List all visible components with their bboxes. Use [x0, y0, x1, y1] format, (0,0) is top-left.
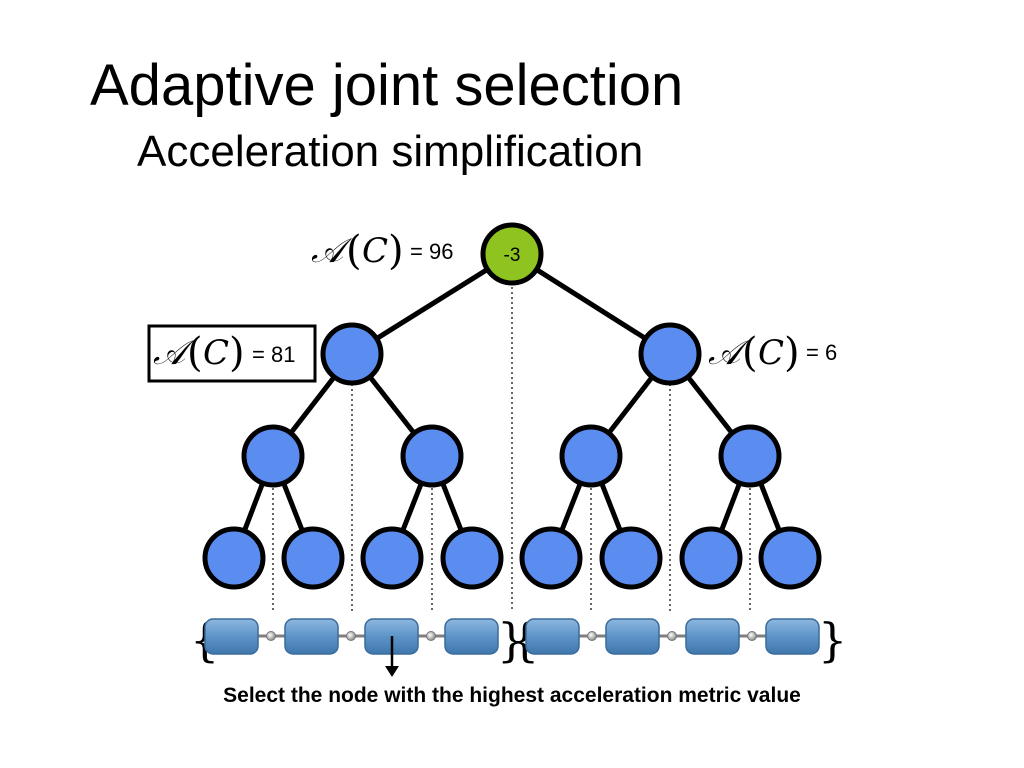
- metric-paren-close: ): [388, 228, 404, 274]
- chain-joint-dot: [747, 631, 757, 641]
- tree-leaf-node: [202, 526, 266, 590]
- metric-label-root: 𝒜 ( C ) = 96: [311, 228, 453, 274]
- slide-title: Adaptive joint selection: [90, 53, 684, 118]
- metric-paren-open: (: [187, 330, 203, 376]
- chain-segment: [204, 618, 259, 655]
- tree-node: [559, 424, 623, 488]
- root-node-label: -3: [504, 245, 521, 266]
- metric-argument: C: [203, 333, 229, 373]
- tree-node: [638, 322, 702, 386]
- selected-metric-box: [147, 324, 317, 383]
- chain-joint-dot: [667, 631, 677, 641]
- tree-node: [718, 424, 782, 488]
- metric-argument: C: [758, 333, 784, 373]
- tree-nodes: [202, 222, 822, 590]
- slide-subtitle: Acceleration simplification: [137, 127, 644, 176]
- tree-leaf-node: [440, 526, 504, 590]
- tree-node: [400, 424, 464, 488]
- brace-close-icon: }: [497, 613, 526, 667]
- metric-value-left: = 81: [252, 342, 295, 367]
- chain-segment: [525, 618, 580, 655]
- metric-paren-close: ): [784, 330, 800, 376]
- metric-argument: C: [362, 231, 388, 271]
- tree-leaf-node: [758, 526, 822, 590]
- joint-chain-right: { }: [510, 613, 847, 667]
- chain-joint-dot: [346, 631, 356, 641]
- metric-label-right: 𝒜 ( C ) = 6: [708, 330, 837, 376]
- chain-segment: [444, 618, 499, 655]
- tree-leaf-node: [281, 526, 345, 590]
- chain-segment: [765, 618, 820, 655]
- metric-paren-open: (: [346, 228, 362, 274]
- down-arrow-icon: [385, 636, 399, 677]
- chain-joint-dot: [266, 631, 276, 641]
- brace-close-icon: }: [818, 613, 847, 667]
- tree-leaf-node: [360, 526, 424, 590]
- metric-label-left: 𝒜 ( C ) = 81: [153, 330, 295, 376]
- tree-leaf-node: [599, 526, 663, 590]
- chain-segment: [685, 618, 740, 655]
- tree-node: [241, 424, 305, 488]
- joint-chain-left: { }: [190, 613, 526, 667]
- chain-joint-dot: [426, 631, 436, 641]
- caption: Select the node with the highest acceler…: [223, 684, 801, 707]
- metric-paren-open: (: [742, 330, 758, 376]
- tree-leaf-node: [519, 526, 583, 590]
- metric-value-right: = 6: [806, 340, 837, 365]
- metric-value-root: = 96: [410, 239, 453, 264]
- chain-segment: [605, 618, 660, 655]
- chain-joint-dot: [587, 631, 597, 641]
- tree-leaf-node: [679, 526, 743, 590]
- projection-lines: [272, 282, 751, 612]
- tree-node: [320, 322, 384, 386]
- metric-paren-close: ): [229, 330, 245, 376]
- chain-segment: [284, 618, 339, 655]
- root-node: [480, 222, 544, 286]
